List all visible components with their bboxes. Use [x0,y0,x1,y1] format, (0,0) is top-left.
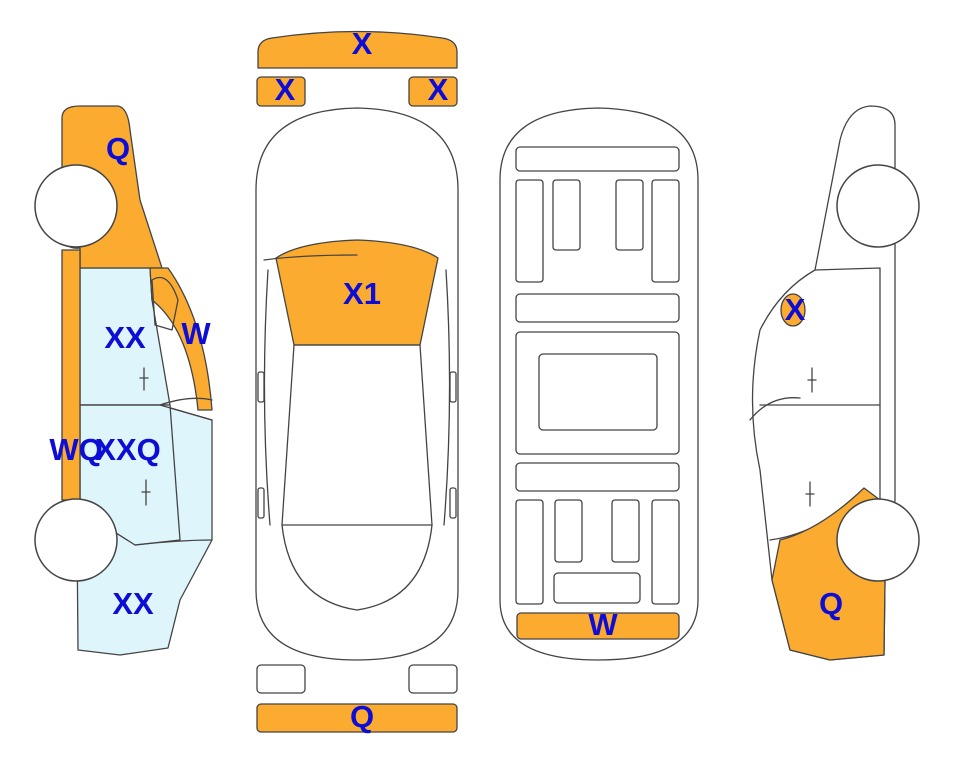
label-left-front-fender: Q [106,131,130,166]
left-rear-wheel [34,498,118,582]
hood-panel[interactable] [275,239,439,346]
left-headlight-panel[interactable] [256,76,306,107]
top-body-outline [255,107,459,661]
left-side-view: Q W XX WQ XXQ XX [34,105,213,656]
underside-outline [499,107,699,661]
label-trunk: W [588,607,618,642]
label-right-rear-quarter: Q [819,586,843,621]
label-right-mirror: X [785,292,806,327]
right-headlight-panel[interactable] [408,76,458,107]
label-left-front-door: XX [104,320,146,355]
right-body-outline [751,105,896,661]
label-headlight-left: X [275,72,296,107]
label-left-a-pillar: W [181,316,211,351]
right-side-view: X Q [749,105,920,661]
right-mirror-panel[interactable] [780,293,806,327]
underside-view: W [499,107,699,661]
right-front-wheel [836,164,920,248]
label-left-rear-quarter: XX [112,586,154,621]
top-view: X X X X1 Q [255,26,459,734]
label-left-rocker: WQ [49,432,102,467]
label-left-rear-door: XXQ [95,432,160,467]
trunk-panel[interactable] [516,612,680,640]
left-a-pillar-panel[interactable] [149,267,213,411]
label-headlight-right: X [428,72,449,107]
label-hood: X1 [343,276,381,311]
front-bumper-panel[interactable] [257,30,458,69]
rear-bumper-panel[interactable] [256,703,458,733]
left-front-wheel [34,164,118,248]
label-front-bumper: X [352,26,373,61]
right-rear-wheel [836,498,920,582]
label-rear-bumper: Q [350,699,374,734]
